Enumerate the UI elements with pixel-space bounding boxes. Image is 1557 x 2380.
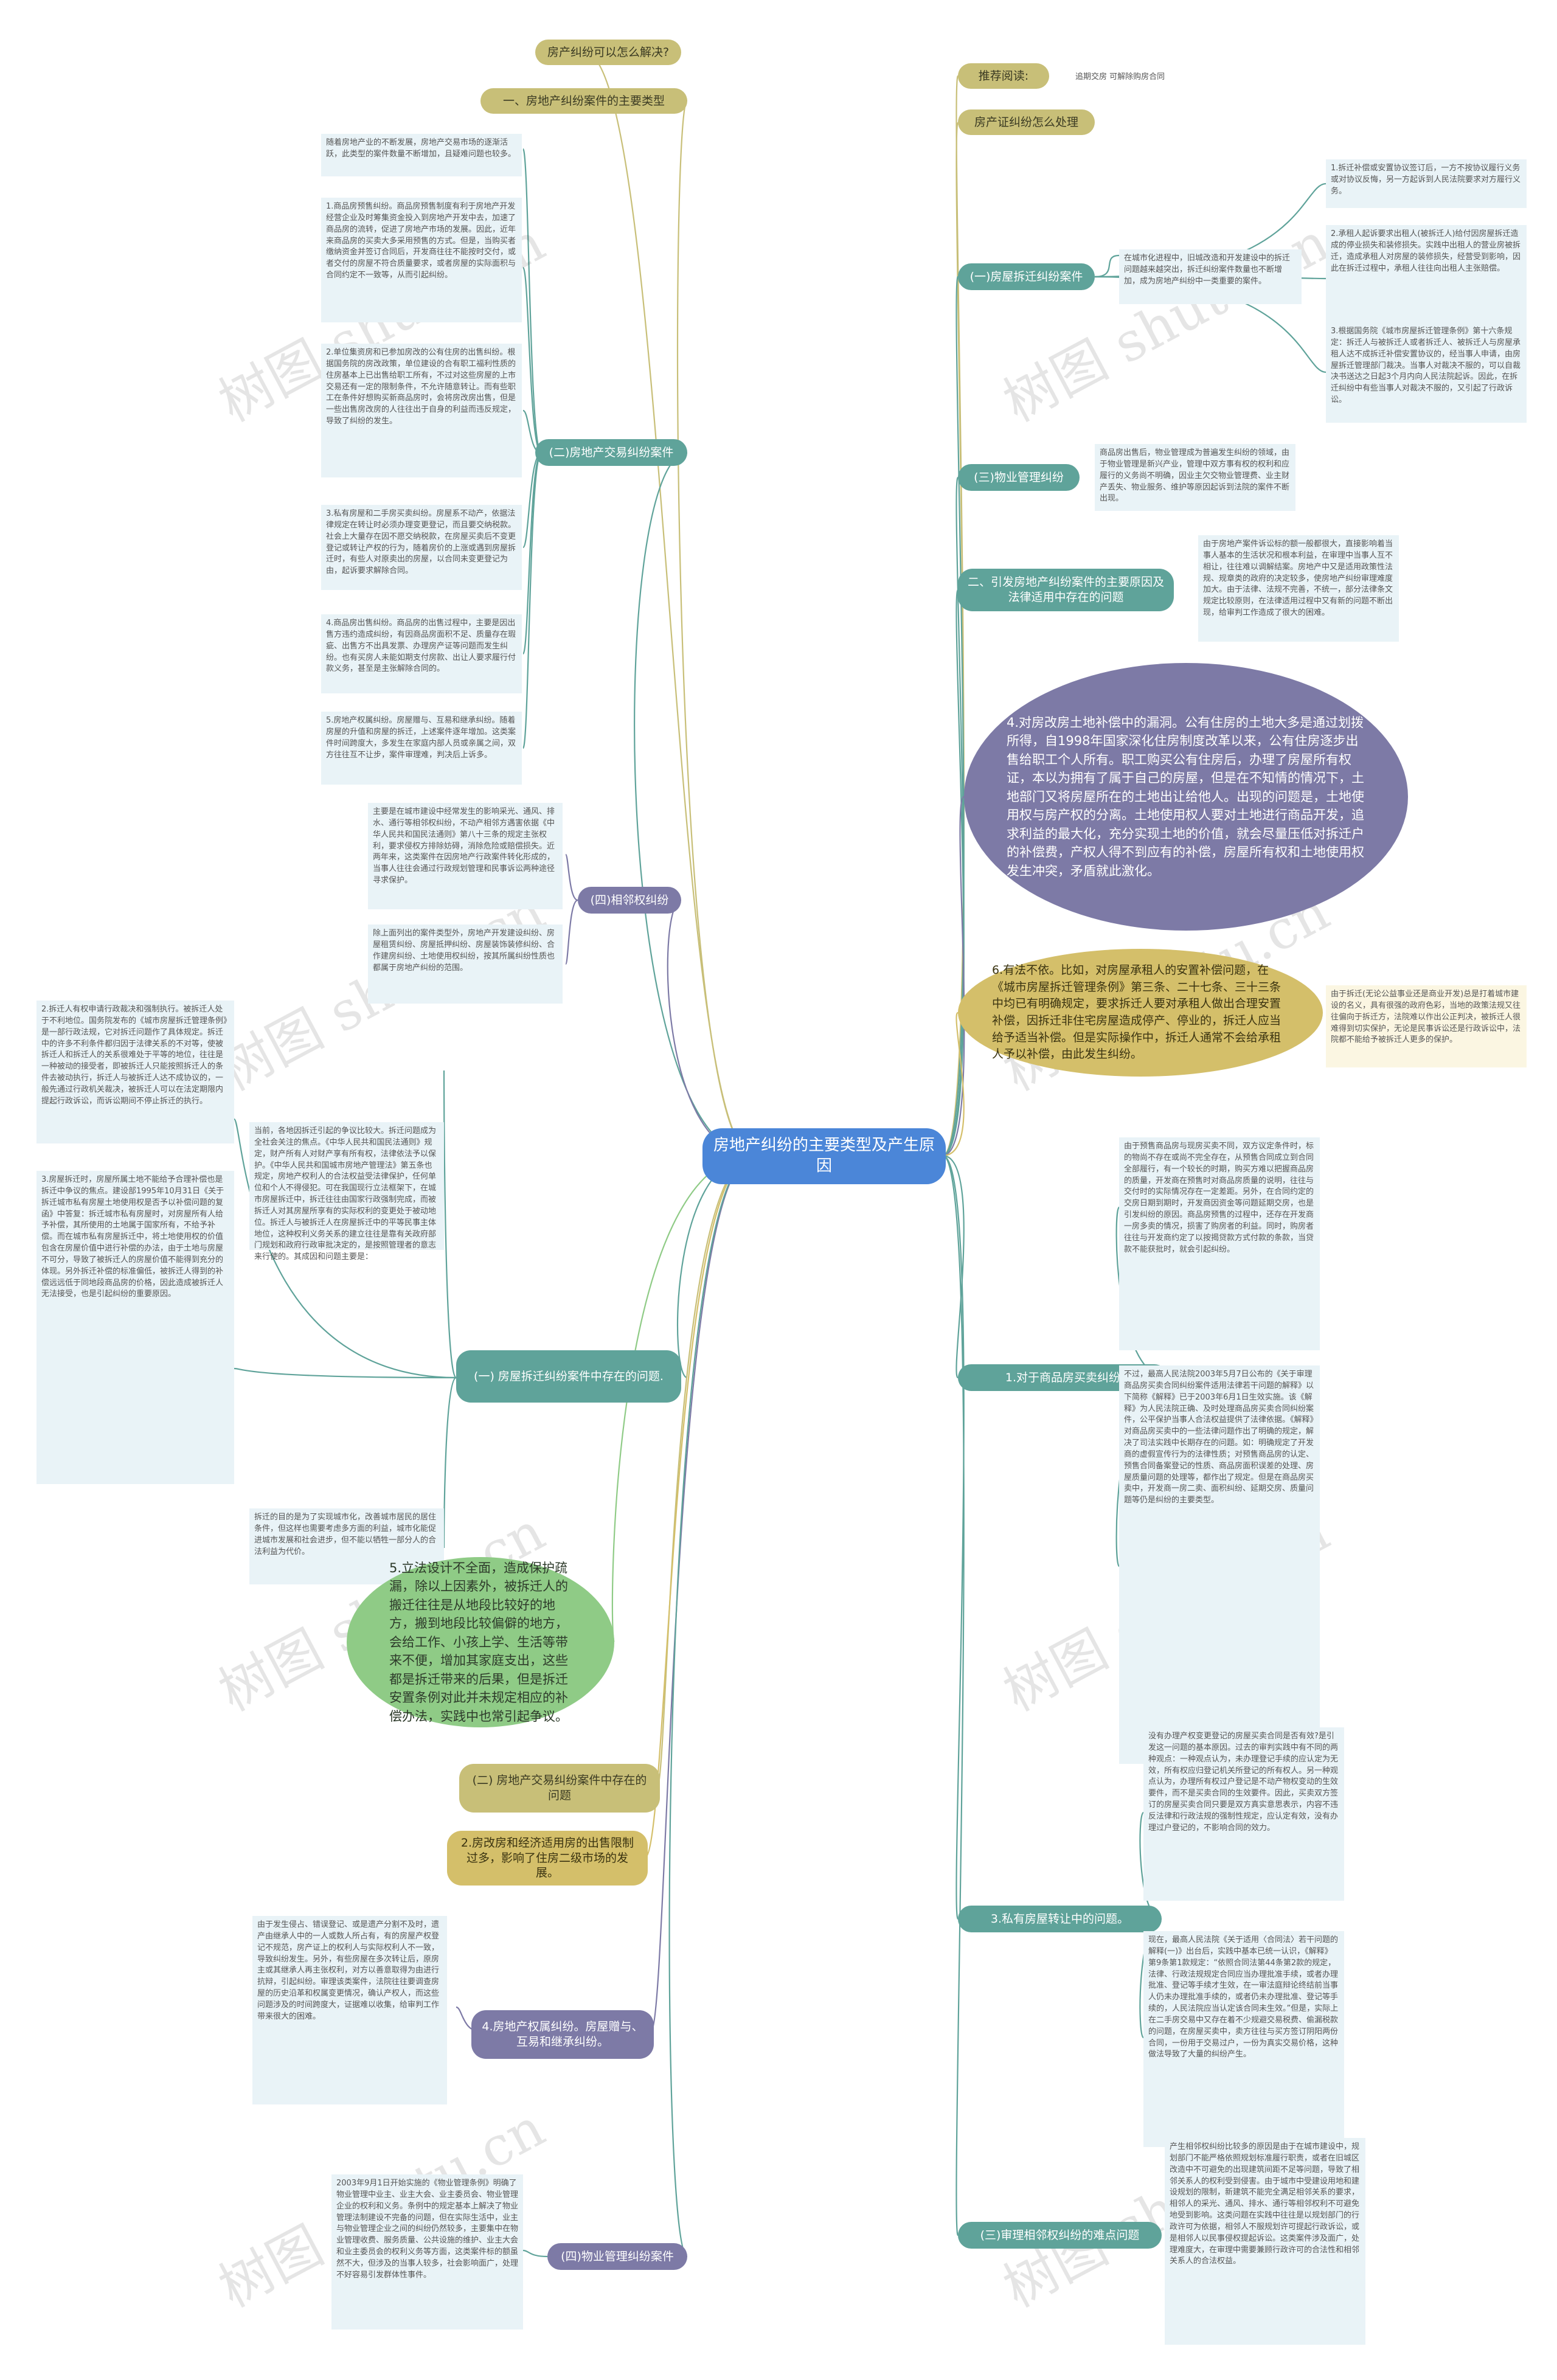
note-causes: 由于房地产案件诉讼标的额一般都很大，直接影响着当事人基本的生活状况和根本利益，在… bbox=[1198, 535, 1399, 642]
note-property-management-4: 2003年9月1日开始实施的《物业管理条例》明确了物业管理中业主、业主大会、业主… bbox=[331, 2174, 523, 2330]
node-land-compensation[interactable]: 4.对房改房土地补偿中的漏洞。公有住房的土地大多是通过划拨所得，自1998年国家… bbox=[964, 663, 1408, 931]
note-demolition-case-2: 2.承租人起诉要求出租人(被拆迁人)给付因房屋拆迁造成的停业损失和装修损失。实践… bbox=[1326, 225, 1527, 331]
note-law-not-followed: 由于拆迁(无论公益事业还是商业开发)总是打着城市建设的名义，具有很强的政府色彩，… bbox=[1326, 985, 1527, 1067]
note-demolition-cases-intro: 在城市化进程中，旧城改造和开发建设中的拆迁问题越来越突出，拆迁纠纷案件数量也不断… bbox=[1119, 249, 1302, 304]
node-causes[interactable]: 二、引发房地产纠纷案件的主要原因及法律适用中存在的问题 bbox=[958, 569, 1174, 611]
node-demolition-problems[interactable]: (一) 房屋拆迁纠纷案件中存在的问题. bbox=[456, 1350, 681, 1403]
note-commodity-2: 不过，最高人民法院2003年5月7日公布的《关于审理商品房买卖合同纠纷案件适用法… bbox=[1119, 1365, 1320, 1764]
note-commodity-1: 由于预售商品房与现房买卖不同，双方议定条件时，标的物尚不存在或尚不完全存在，从预… bbox=[1119, 1137, 1320, 1350]
node-dispute-resolution[interactable]: 房产纠纷可以怎么解决? bbox=[535, 40, 681, 65]
note-neighbor-2: 除上面列出的案件类型外，房地产开发建设纠纷、房屋租赁纠纷、房屋抵押纠纷、房屋装饰… bbox=[368, 925, 563, 1004]
note-neighbor-difficulties: 产生相邻权纠纷比较多的原因是由于在城市建设中，规划部门不能严格依照规划标准履行职… bbox=[1165, 2138, 1365, 2345]
recommended-links[interactable]: 追期交房 可解除购房合同 bbox=[1075, 72, 1165, 82]
note-private-transfer-1: 没有办理产权变更登记的房屋买卖合同是否有效?是引发这一问题的基本原因。过去的审判… bbox=[1143, 1727, 1344, 1901]
note-demolition-3: 3.房屋拆迁时，房屋所属土地不能给予合理补偿也是拆迁中争议的焦点。建设部1995… bbox=[36, 1171, 234, 1484]
node-main-types[interactable]: 一、房地产纠纷案件的主要类型 bbox=[480, 88, 687, 114]
note-private-transfer-2: 现在，最高人民法院《关于适用〈合同法〉若干问题的解释(一)》出台后，实践中基本已… bbox=[1143, 1931, 1344, 2147]
note-demolition-intro: 当前，各地因拆迁引起的争议比较大。拆迁问题成为全社会关注的焦点。《中华人民共和国… bbox=[249, 1122, 444, 1261]
note-ownership: 由于发生侵占、错误登记、或是遗产分割不及时，遗产由继承人中的一人或数人所占有，有… bbox=[252, 1916, 447, 2104]
node-private-transfer[interactable]: 3.私有房屋转让中的问题。 bbox=[958, 1906, 1162, 1932]
note-commodity-sale: 4.商品房出售纠纷。商品房的出售过程中，主要是因出售方违约造成纠纷，有因商品房面… bbox=[321, 614, 522, 693]
node-transaction-disputes[interactable]: (二)房地产交易纠纷案件 bbox=[535, 439, 687, 466]
note-property-rights: 5.房地产权属纠纷。房屋赠与、互易和继承纠纷。随着房屋的升值和房屋的拆迁，上述案… bbox=[321, 712, 522, 785]
node-ownership-disputes[interactable]: 4.房地产权属纠纷。房屋赠与、互易和继承纠纷。 bbox=[471, 2010, 654, 2059]
node-neighbor-difficulties[interactable]: (三)审理相邻权纠纷的难点问题 bbox=[958, 2222, 1162, 2249]
node-property-management-4[interactable]: (四)物业管理纠纷案件 bbox=[547, 2243, 687, 2270]
node-neighbor-rights[interactable]: (四)相邻权纠纷 bbox=[578, 887, 681, 914]
note-demolition-case-1: 1.拆迁补偿或安置协议签订后，一方不按协议履行义务或对协议反悔，另一方起诉到人民… bbox=[1326, 159, 1527, 208]
root-node[interactable]: 房地产纠纷的主要类型及产生原因 bbox=[702, 1128, 946, 1184]
node-property-cert[interactable]: 房产证纠纷怎么处理 bbox=[958, 109, 1095, 135]
node-reform-restrictions[interactable]: 2.房改房和经济适用房的出售限制过多，影响了住房二级市场的发展。 bbox=[447, 1831, 648, 1886]
note-reform-housing: 2.单位集资房和已参加房改的公有住房的出售纠纷。根据国务院的房改政策，单位建设的… bbox=[321, 344, 522, 477]
node-transaction-problems[interactable]: (二) 房地产交易纠纷案件中存在的问题 bbox=[459, 1764, 660, 1813]
note-property-management-3: 商品房出售后，物业管理成为普遍发生纠纷的领域，由于物业管理是新兴产业，管理中双方… bbox=[1095, 444, 1295, 511]
node-legislation-gaps[interactable]: 5.立法设计不全面，造成保护疏漏，除以上因素外，被拆迁人的搬迁往往是从地段比较好… bbox=[347, 1557, 614, 1727]
note-demolition-2: 2.拆迁人有权申请行政裁决和强制执行。被拆迁人处于不利地位。国务院发布的《城市房… bbox=[36, 1001, 234, 1143]
note-presale: 1.商品房预售纠纷。商品房预售制度有利于房地产开发经营企业及时筹集资金投入到房地… bbox=[321, 198, 522, 322]
node-recommended[interactable]: 推荐阅读: bbox=[958, 63, 1049, 89]
node-law-not-followed[interactable]: 6.有法不依。比如，对房屋承租人的安置补偿问题，在《城市房屋拆迁管理条例》第三条… bbox=[958, 949, 1323, 1077]
node-property-management-3[interactable]: (三)物业管理纠纷 bbox=[958, 464, 1080, 491]
node-demolition-cases[interactable]: (一)房屋拆迁纠纷案件 bbox=[958, 263, 1095, 290]
note-neighbor-1: 主要是在城市建设中经常发生的影响采光、通风、排水、通行等相邻权纠纷，不动产相邻方… bbox=[368, 803, 563, 909]
note-demolition-case-3: 3.根据国务院《城市房屋拆迁管理条例》第十六条规定：拆迁人与被拆迁人或者拆迁人、… bbox=[1326, 322, 1527, 423]
note-private-housing: 3.私有房屋和二手房买卖纠纷。房屋系不动产，依据法律规定在转让时必须办理变更登记… bbox=[321, 505, 522, 590]
note-intro: 随着房地产业的不断发展，房地产交易市场的逐渐活跃，此类型的案件数量不断增加，且疑… bbox=[321, 134, 522, 176]
